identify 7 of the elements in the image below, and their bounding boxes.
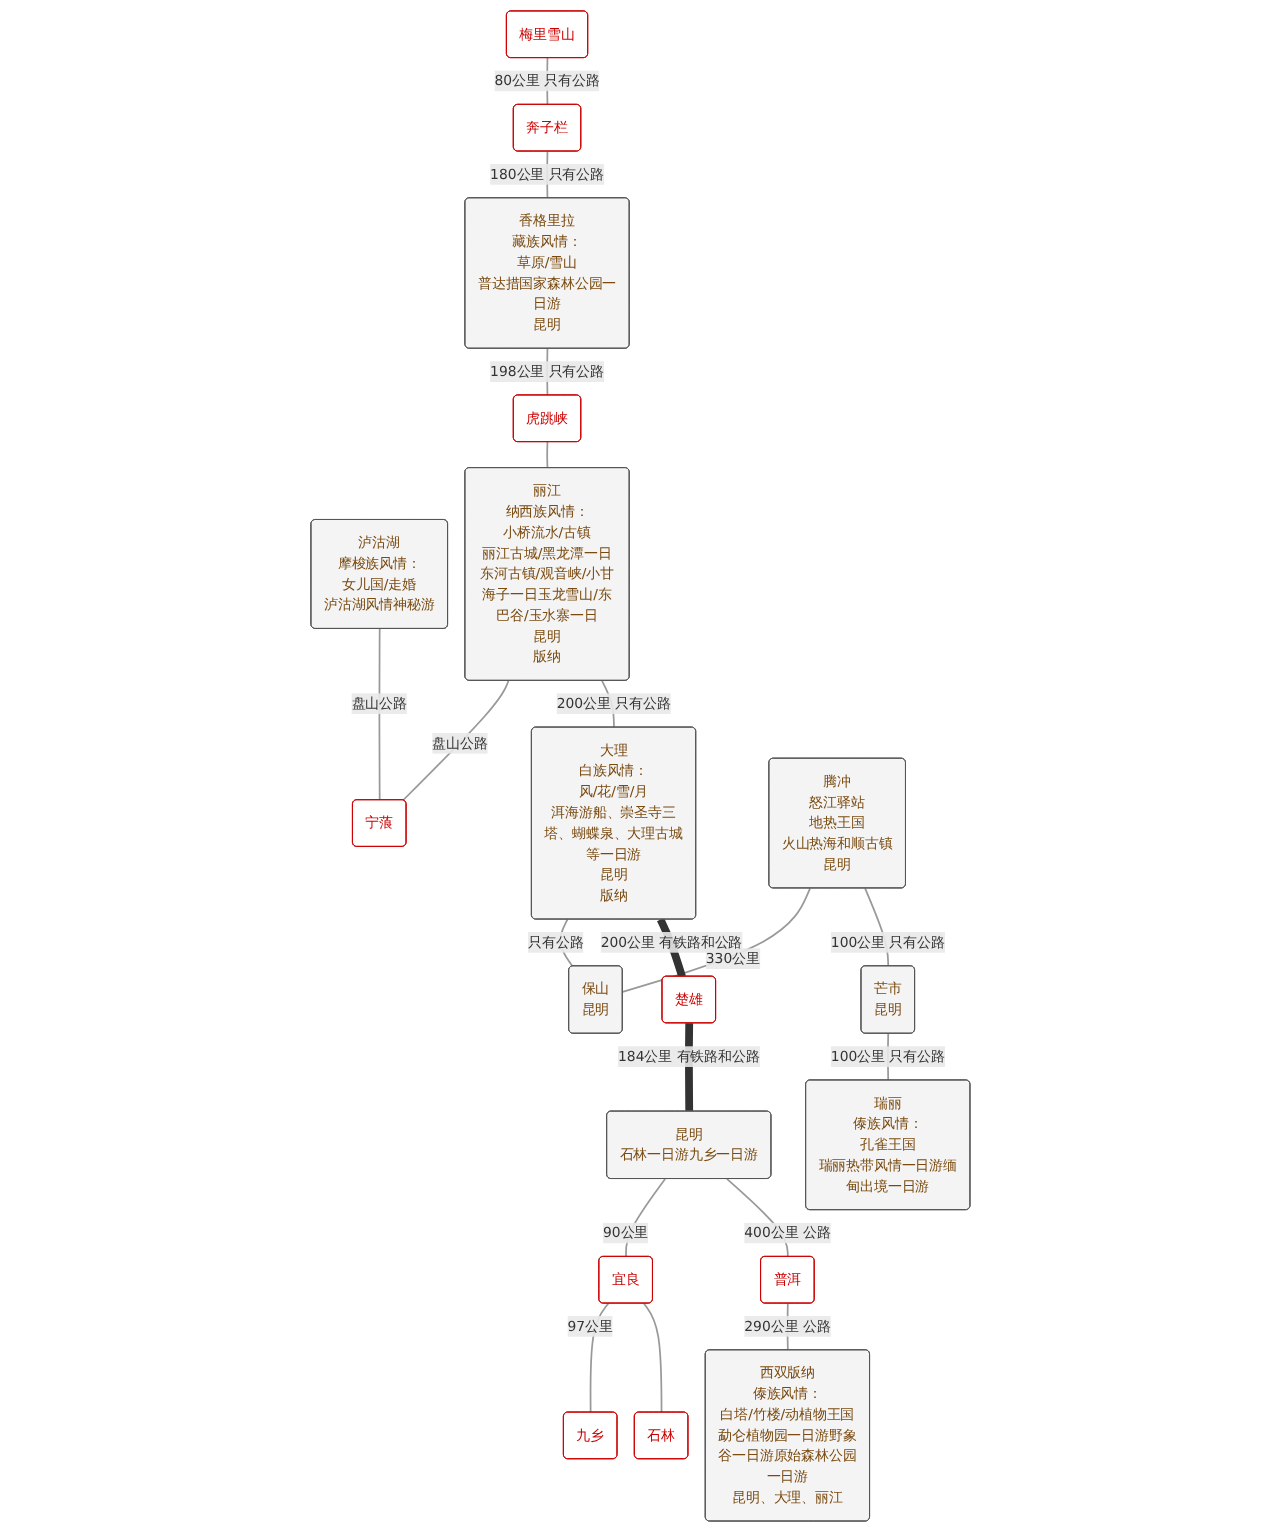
connector xyxy=(642,1302,662,1414)
connector xyxy=(624,1178,666,1258)
connector xyxy=(378,628,381,802)
connector xyxy=(545,441,548,469)
connector xyxy=(621,887,811,993)
connector xyxy=(401,679,509,802)
connector xyxy=(589,1302,609,1414)
